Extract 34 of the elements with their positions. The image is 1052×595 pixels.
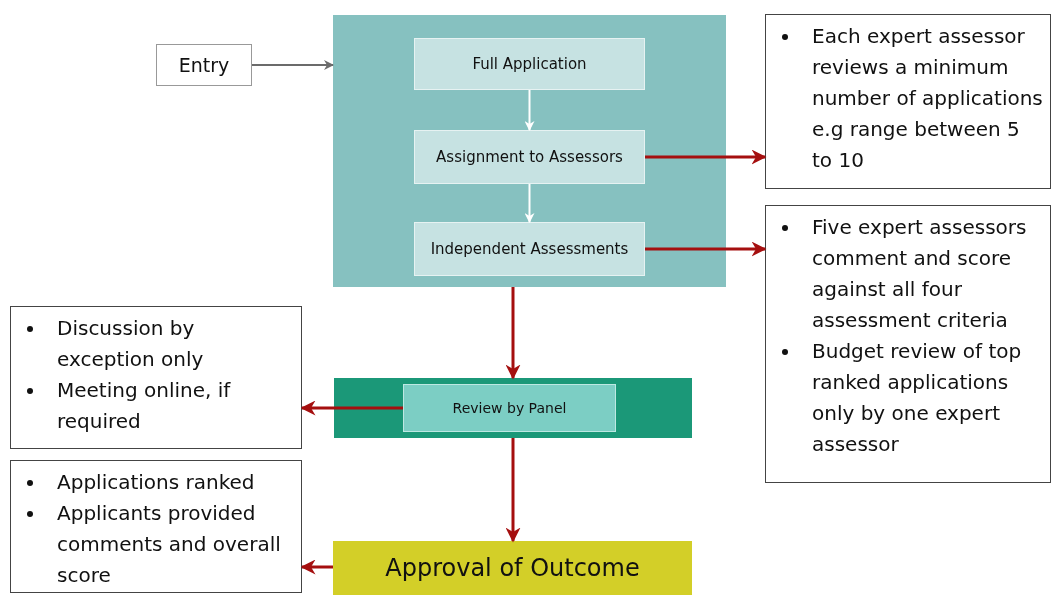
- note-box: [765, 205, 1051, 483]
- note-box: [10, 460, 302, 593]
- process-box: [414, 130, 645, 184]
- bullet-text: Applications ranked: [23, 467, 295, 498]
- note-box: [10, 306, 302, 449]
- process-box: [414, 222, 645, 276]
- arrow: [645, 241, 767, 257]
- bullet-text: Applicants provided comments and overall score: [23, 498, 295, 591]
- arrow: [300, 400, 403, 416]
- node-label: Approval of Outcome: [385, 554, 640, 582]
- bullet-text: Discussion by exception only: [23, 313, 295, 375]
- process-panel: [333, 15, 726, 287]
- node-label: Assignment to Assessors: [436, 148, 623, 166]
- panel-band: [334, 378, 692, 438]
- arrow: [505, 438, 521, 543]
- arrow: [524, 183, 535, 223]
- arrow: [645, 149, 767, 165]
- node-label: Entry: [178, 54, 230, 76]
- arrow: [300, 559, 333, 575]
- arrow: [524, 89, 535, 131]
- bullet-text: Five expert assessors comment and score against all four assessment criteria: [778, 212, 1044, 336]
- arrow: [251, 60, 334, 70]
- entry-box: [156, 44, 252, 86]
- process-box: [403, 384, 616, 432]
- bullet-text: Budget review of top ranked applications only by one expert assessor: [778, 336, 1044, 460]
- note-box: [765, 14, 1051, 189]
- node-label: Review by Panel: [452, 400, 567, 416]
- node-label: Full Application: [472, 55, 587, 73]
- outcome-box: [333, 541, 692, 595]
- bullet-text: Each expert assessor reviews a minimum number of applications e.g range between 5 to 10: [778, 21, 1044, 176]
- node-label: Independent Assessments: [430, 240, 629, 258]
- arrow: [505, 287, 521, 380]
- process-box: [414, 38, 645, 90]
- bullet-text: Meeting online, if required: [23, 375, 295, 437]
